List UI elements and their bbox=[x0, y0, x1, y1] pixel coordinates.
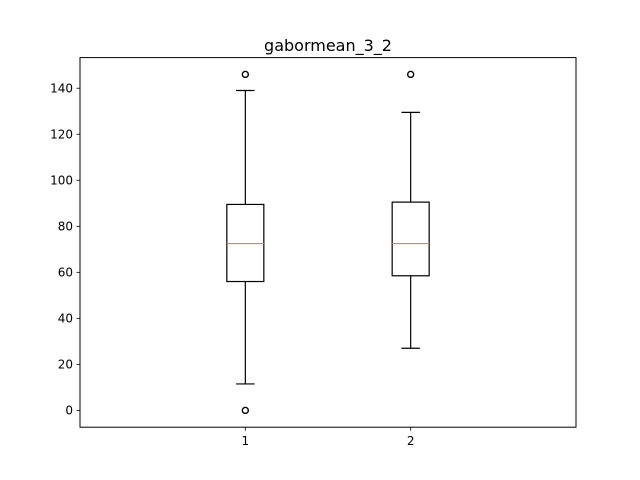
y-tick-label: 60 bbox=[58, 266, 73, 280]
y-tick-label: 120 bbox=[50, 128, 73, 142]
y-tick-label: 140 bbox=[50, 82, 73, 96]
y-tick-label: 100 bbox=[50, 174, 73, 188]
iqr-box bbox=[391, 201, 430, 277]
y-tick-label: 0 bbox=[65, 404, 73, 418]
chart-title: gabormean_3_2 bbox=[264, 36, 392, 56]
x-tick-label: 1 bbox=[242, 434, 250, 448]
axes-frame bbox=[79, 57, 577, 428]
plot-area: 0 20 40 60 80 100 120 140 1 2 bbox=[50, 70, 430, 448]
x-tick-label: 2 bbox=[407, 434, 415, 448]
y-tick-label: 40 bbox=[58, 312, 73, 326]
y-tick-label: 80 bbox=[58, 220, 73, 234]
y-tick-label: 20 bbox=[58, 358, 73, 372]
outlier-point bbox=[241, 406, 249, 414]
outlier-point bbox=[407, 70, 415, 79]
outlier-point bbox=[241, 70, 249, 79]
